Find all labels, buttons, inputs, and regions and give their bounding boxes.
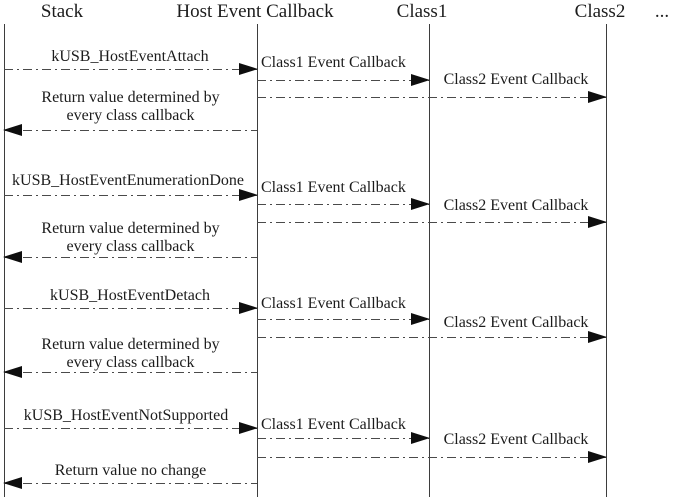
class1-call-label: Class1 Event Callback	[261, 179, 406, 196]
class2-call-label: Class2 Event Callback	[443, 197, 589, 214]
class2-call-arrow	[257, 451, 607, 463]
class1-call-arrow	[257, 432, 430, 444]
class1-call-label: Class1 Event Callback	[261, 416, 406, 433]
event-message-label: kUSB_HostEventAttach	[51, 48, 209, 65]
class1-call-arrow	[257, 198, 430, 210]
lifeline-label-host: Host Event Callback	[176, 1, 334, 22]
arrowhead-right-icon	[588, 216, 607, 228]
ellipsis-label: ...	[654, 1, 670, 22]
class2-call-arrow	[257, 331, 607, 343]
arrowhead-right-icon	[411, 74, 430, 86]
return-message-arrow	[3, 251, 257, 263]
event-message-arrow	[4, 422, 258, 434]
lifeline-label-class2: Class2	[574, 1, 626, 22]
event-message-label: kUSB_HostEventNotSupported	[23, 407, 229, 424]
arrowhead-left-icon	[3, 477, 22, 489]
lifeline-label-stack: Stack	[40, 1, 84, 22]
arrowhead-left-icon	[3, 124, 22, 136]
class1-call-arrow	[257, 74, 430, 86]
arrowhead-right-icon	[239, 63, 258, 75]
arrowhead-right-icon	[239, 422, 258, 434]
return-message-label: Return value determined by every class c…	[41, 336, 220, 371]
lifeline-class2	[606, 24, 607, 497]
lifeline-label-class1: Class1	[396, 1, 448, 22]
class2-call-arrow	[257, 91, 607, 103]
class2-call-label: Class2 Event Callback	[443, 71, 589, 88]
return-message-label: Return value determined by every class c…	[41, 220, 220, 255]
arrowhead-right-icon	[411, 198, 430, 210]
arrowhead-right-icon	[588, 451, 607, 463]
arrowhead-right-icon	[588, 331, 607, 343]
event-message-label: kUSB_HostEventEnumerationDone	[12, 172, 244, 189]
arrowhead-right-icon	[239, 189, 258, 201]
arrowhead-left-icon	[3, 366, 22, 378]
class2-call-label: Class2 Event Callback	[443, 431, 589, 448]
arrowhead-right-icon	[411, 313, 430, 325]
class2-call-label: Class2 Event Callback	[443, 314, 589, 331]
lifeline-host	[257, 24, 258, 497]
class1-call-arrow	[257, 313, 430, 325]
return-message-arrow	[3, 124, 257, 136]
lifeline-class1	[429, 24, 430, 497]
event-message-arrow	[4, 189, 258, 201]
arrowhead-right-icon	[588, 91, 607, 103]
event-message-arrow	[4, 63, 258, 75]
return-message-arrow	[3, 477, 257, 489]
arrowhead-right-icon	[239, 302, 258, 314]
return-message-label: Return value no change	[54, 462, 207, 479]
return-message-arrow	[3, 366, 257, 378]
class1-call-label: Class1 Event Callback	[261, 295, 406, 312]
event-message-label: kUSB_HostEventDetach	[50, 287, 210, 304]
class1-call-label: Class1 Event Callback	[261, 54, 406, 71]
return-message-label: Return value determined by every class c…	[41, 89, 220, 124]
event-message-arrow	[4, 302, 258, 314]
arrowhead-left-icon	[3, 251, 22, 263]
arrowhead-right-icon	[411, 432, 430, 444]
class2-call-arrow	[257, 216, 607, 228]
